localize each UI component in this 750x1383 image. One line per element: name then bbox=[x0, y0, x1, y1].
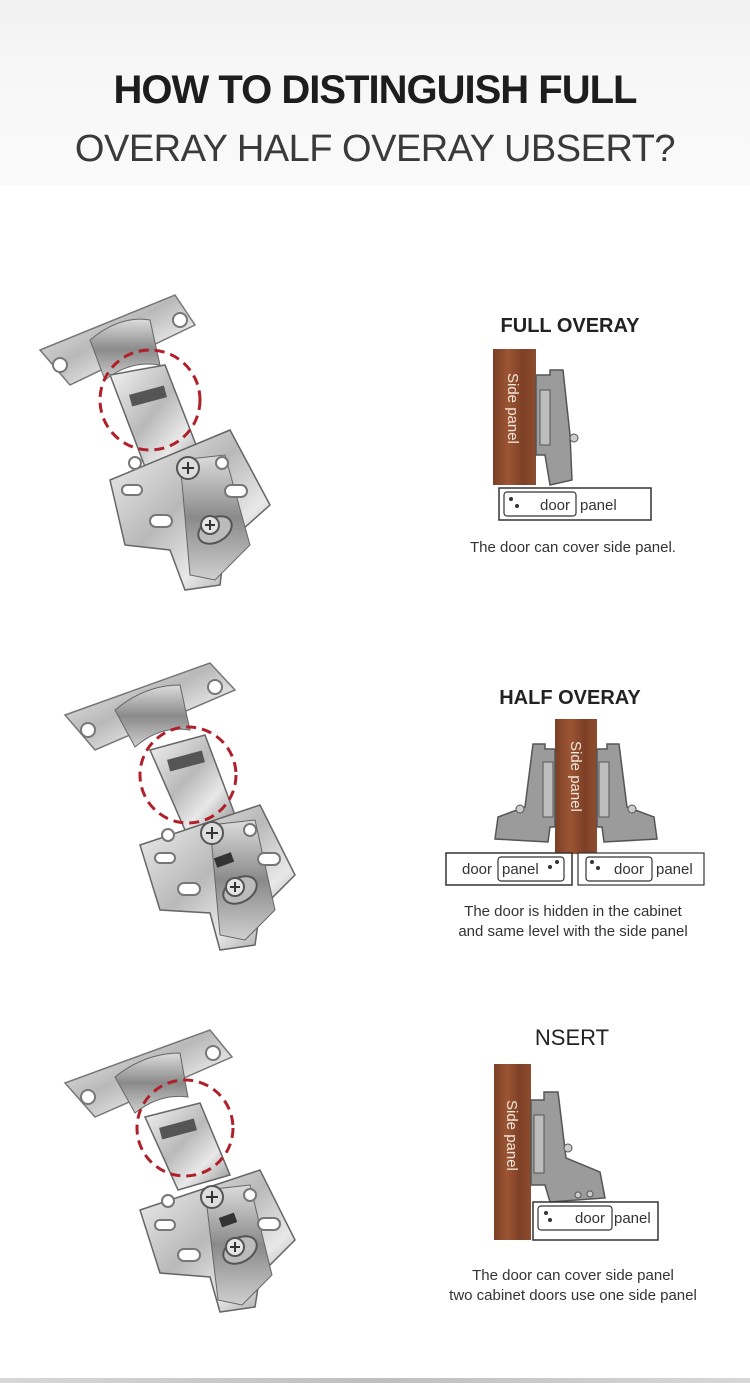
footer-divider bbox=[0, 1378, 750, 1383]
page-header: HOW TO DISTINGUISH FULL OVERAY HALF OVER… bbox=[0, 0, 750, 186]
side-panel-wood bbox=[494, 1064, 531, 1240]
hinge-cup-left bbox=[494, 743, 556, 843]
panel-label-left: panel bbox=[502, 861, 539, 878]
hinge-photo-3 bbox=[63, 1029, 296, 1313]
caption-half-overlay: The door is hidden in the cabinet and sa… bbox=[458, 903, 688, 940]
hinge-cup bbox=[530, 1091, 606, 1203]
side-panel-wood bbox=[493, 349, 536, 485]
insert-diagram: Side panel door panel bbox=[494, 1064, 659, 1241]
full-overlay-diagram: Side panel door panel bbox=[493, 349, 652, 521]
side-panel-label: Side panel bbox=[503, 1100, 520, 1171]
door-label: door bbox=[575, 1210, 605, 1227]
hinge-photo-2 bbox=[63, 662, 296, 951]
side-panel-label: Side panel bbox=[567, 741, 584, 812]
page-title: HOW TO DISTINGUISH FULL bbox=[113, 68, 638, 112]
hinge-photo-1 bbox=[38, 294, 271, 591]
panel-label: panel bbox=[614, 1210, 651, 1227]
door-label-left: door bbox=[462, 861, 492, 878]
door-label: door bbox=[540, 497, 570, 514]
door-label-right: door bbox=[614, 861, 644, 878]
caption-full-overlay: The door can cover side panel. bbox=[470, 539, 676, 556]
section-title-insert: NSERT bbox=[534, 1025, 610, 1050]
half-overlay-diagram: Side panel door panel door panel bbox=[445, 719, 705, 886]
section-title-half-overlay: HALF OVERAY bbox=[499, 687, 641, 709]
panel-label: panel bbox=[580, 497, 617, 514]
highlight-circle bbox=[135, 1078, 235, 1178]
highlight-circle bbox=[138, 725, 238, 825]
side-panel-wood bbox=[555, 719, 597, 854]
caption-insert: The door can cover side panel two cabine… bbox=[449, 1267, 697, 1304]
panel-label-right: panel bbox=[656, 861, 693, 878]
page-subtitle: OVERAY HALF OVERAY UBSERT? bbox=[74, 128, 676, 170]
highlight-circle bbox=[98, 348, 202, 452]
section-title-full-overlay: FULL OVERAY bbox=[500, 315, 640, 337]
hinge-cup-right bbox=[596, 743, 658, 843]
side-panel-label: Side panel bbox=[504, 373, 521, 444]
